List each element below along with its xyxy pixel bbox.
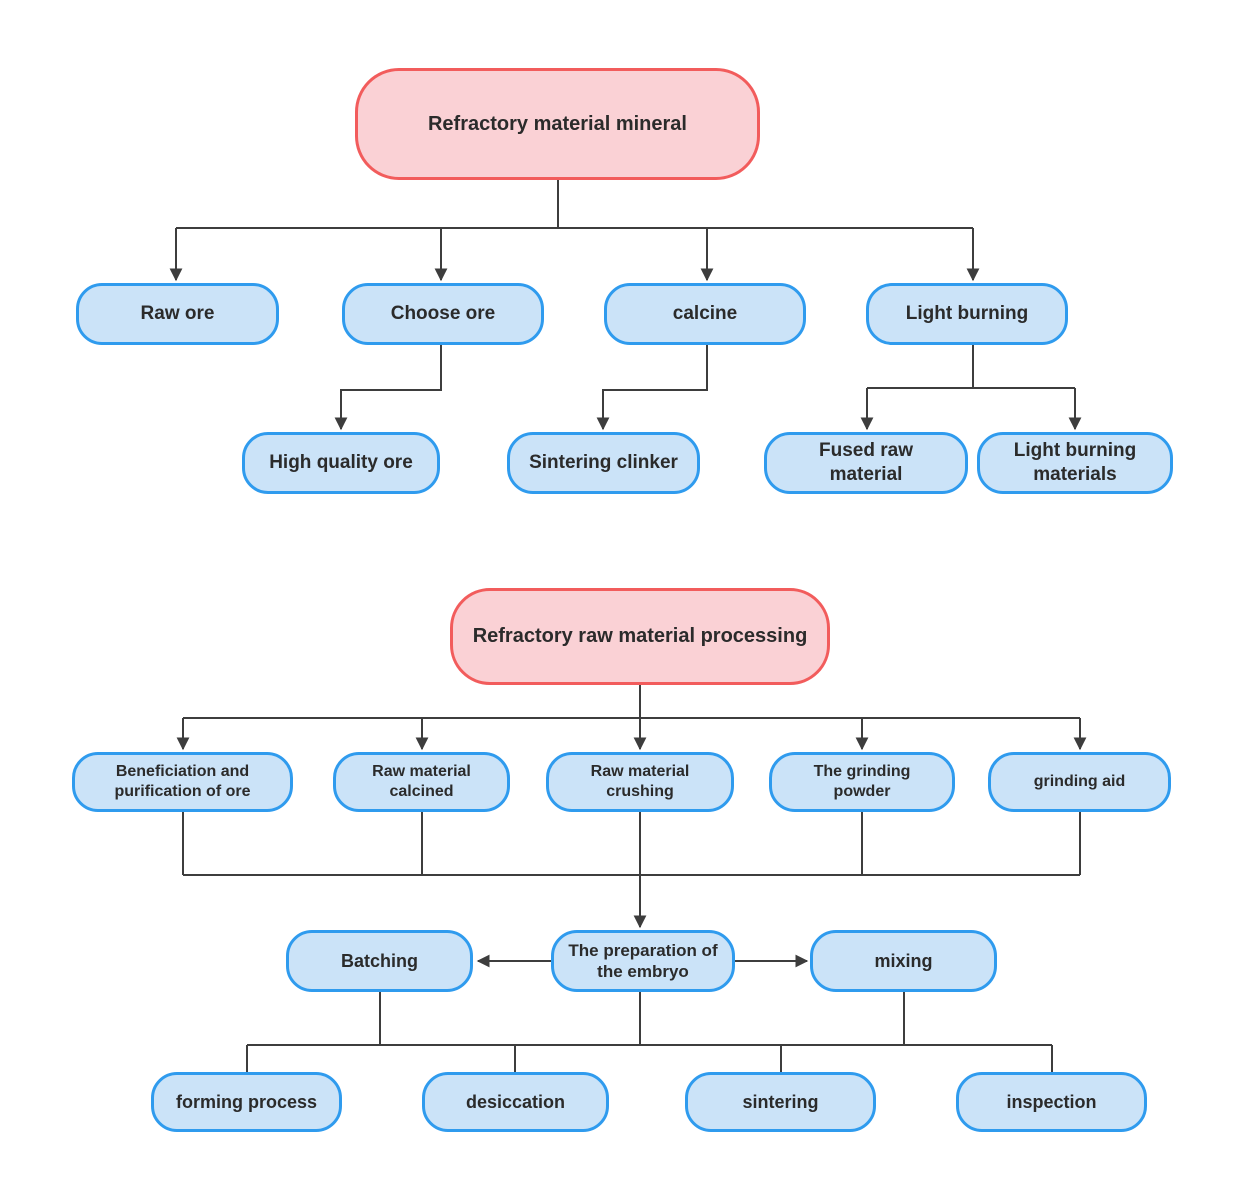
- node-calcine: calcine: [604, 283, 806, 345]
- node-the-grinding-powder: The grinding powder: [769, 752, 955, 812]
- node-mixing: mixing: [810, 930, 997, 992]
- node-beneficiation-and-purification-of-ore: Beneficiation and purification of ore: [72, 752, 293, 812]
- node-fused-raw-material: Fused raw material: [764, 432, 968, 494]
- node-choose-ore: Choose ore: [342, 283, 544, 345]
- node-raw-material-crushing: Raw material crushing: [546, 752, 734, 812]
- node-sintering: sintering: [685, 1072, 876, 1132]
- node-the-preparation-of-the-embryo: The preparation of the embryo: [551, 930, 735, 992]
- connector-choose-ore-to-high-quality-ore: [334, 345, 442, 431]
- node-raw-material-calcined: Raw material calcined: [333, 752, 510, 812]
- node-light-burning-materials: Light burning materials: [977, 432, 1173, 494]
- node-refractory-material-mineral: Refractory material mineral: [355, 68, 760, 180]
- connector-calcine-to-sintering-clinker: [596, 345, 708, 431]
- node-sintering-clinker: Sintering clinker: [507, 432, 700, 494]
- node-grinding-aid: grinding aid: [988, 752, 1171, 812]
- node-light-burning: Light burning: [866, 283, 1068, 345]
- node-refractory-raw-material-processing: Refractory raw material processing: [450, 588, 830, 685]
- node-high-quality-ore: High quality ore: [242, 432, 440, 494]
- node-raw-ore: Raw ore: [76, 283, 279, 345]
- node-forming-process: forming process: [151, 1072, 342, 1132]
- node-batching: Batching: [286, 930, 473, 992]
- node-inspection: inspection: [956, 1072, 1147, 1132]
- node-desiccation: desiccation: [422, 1072, 609, 1132]
